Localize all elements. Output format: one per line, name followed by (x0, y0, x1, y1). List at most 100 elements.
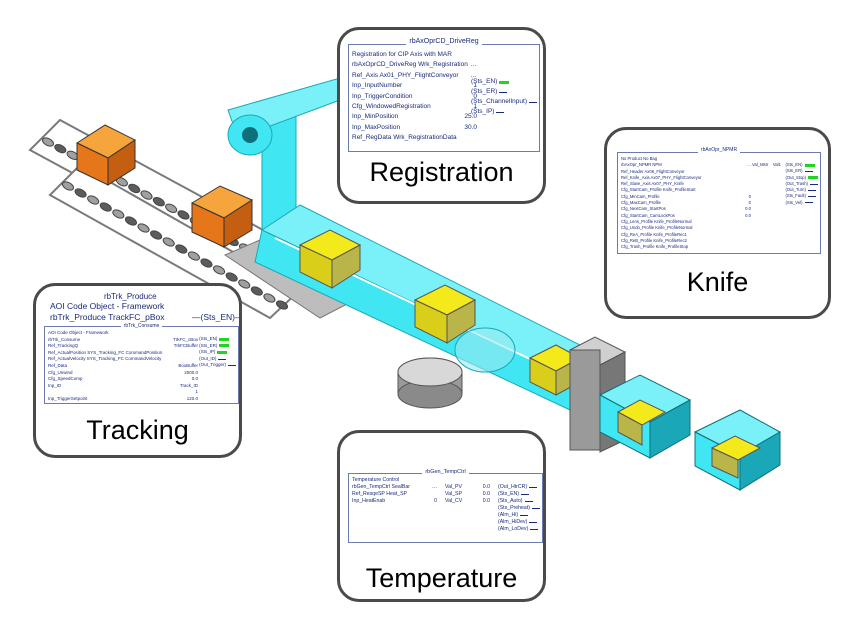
tracking-produce-title: rbTrk_Produce (104, 292, 157, 301)
chain-link (175, 244, 188, 254)
registration-row-label: Inp_TriggerCondition (352, 92, 413, 100)
knife-row-value: 0.0 (745, 206, 751, 212)
tracking-row-label: Ref_TrackingQ (48, 343, 79, 349)
registration-pin: (Sts_IP) (471, 107, 537, 117)
temperature-value-row-value: 0.0 (482, 484, 490, 490)
temperature-block-title: rbGen_TempCtrl (422, 469, 469, 475)
tracking-row-value: 2000.0 (184, 369, 198, 375)
tracking-pin-label: (Out_ID) (199, 355, 217, 361)
registration-row-value: … (470, 71, 478, 79)
tracking-pin-line (228, 365, 236, 367)
tracking-produce-line-1: AOI Code Object - Framework (50, 301, 165, 311)
knife-row: Cfg_ReB_Profile Knife_ProfileRec2 (621, 238, 751, 244)
knife-row: Cfg_Undo_Profile Knife_ProfileNormal (621, 225, 751, 231)
knife-pin-label: (Sts_EN) (785, 162, 803, 167)
tracking-row-label: Cfg_Unwind (48, 369, 73, 375)
knife-row-label: Ref_Slave_Axis Ax07_PHY_Knife (621, 181, 684, 187)
temperature-value-row-label: Val_CV (445, 498, 463, 504)
registration-row: Ref_RegData Wrk_RegistrationData (352, 133, 477, 143)
registration-row-label: Cfg_WindowedRegistration (352, 103, 431, 111)
chain-link (177, 210, 190, 220)
temperature-pin-line (529, 487, 538, 488)
temperature-value-row-value: 0.0 (482, 498, 490, 504)
registration-row-label: Ref_RegData Wrk_RegistrationData (352, 134, 457, 142)
chain-link (238, 279, 251, 289)
chain-link (275, 300, 289, 310)
knife-pin-label: (Out_Trash) (785, 180, 808, 186)
registration-row-label: Registration for CIP Axis with MAR (352, 51, 452, 58)
temperature-row-label: Inp_HeatEnab (352, 498, 386, 504)
temperature-pin-label: (Alm_HiDev) (497, 519, 528, 525)
registration-row-value: 25.0 (464, 113, 477, 121)
knife-pin: (Sts_Vel) (786, 200, 818, 206)
registration-row: rbAxOprCD_DriveReg Wrk_Registration… (352, 60, 477, 70)
tracking-produce-header[interactable]: rbTrk_Produce AOI Code Object - Framewor… (44, 292, 239, 324)
registration-pin-label: (Sts_ChannelInput) (470, 98, 527, 105)
chain-link (41, 137, 55, 147)
bagged-product-1 (598, 374, 692, 459)
knife-pin-label: (Sts_Fault) (785, 193, 806, 199)
knife-row-label: No Product No Bag (621, 156, 658, 161)
tracking-row-value: Track_ID (179, 382, 198, 388)
temperature-pin-line (521, 494, 530, 495)
tracking-row-label: AOI Code Object - Framework (48, 330, 109, 335)
knife-row-label: Cfg_StartCam_CamLockPos (621, 212, 675, 218)
chain-link (87, 195, 100, 205)
tracking-row-value: BoxBuffer (178, 362, 198, 368)
chain-link (162, 237, 175, 247)
registration-pin-label: (Sts_EN) (470, 78, 498, 85)
knife-pin-active-indicator (808, 176, 818, 180)
chain-link (187, 251, 200, 261)
temperature-row-value: 0 (434, 498, 437, 504)
knife-row-label: Ref_Knife_Axis Ax07_PHY_FlightConveyor (621, 174, 702, 180)
tracking-pin-label: (Sts_IP) (199, 349, 216, 355)
knife-pin: (Sts_Fault) (786, 193, 818, 199)
temperature-label: Temperature (365, 563, 518, 593)
registration-pin: (Sts_ChannelInput) (471, 97, 537, 107)
knife-row-label: Cfg_ReB_Profile Knife_ProfileRec2 (621, 237, 687, 243)
knife-row: Cfg_StartCam_Profile Knife_ProfileStart (621, 187, 751, 193)
knife-row-value: 0 (748, 200, 751, 206)
chain-link (225, 272, 238, 282)
temperature-value-row: Val_CV 0.0 (445, 498, 490, 505)
product-box-orange-1 (75, 124, 136, 186)
knife-row: No Product No Bag (621, 156, 751, 162)
chain-link (99, 202, 112, 212)
knife-pin-label: (Out_Stop) (785, 174, 806, 180)
temperature-pin-label: (Alm_LoDev) (497, 526, 529, 532)
temperature-value-row-label: Val_PV (445, 484, 462, 490)
chain-link (54, 143, 67, 154)
knife-pin-line (807, 189, 816, 191)
registration-pin-line (529, 101, 537, 103)
tracking-produce-pin: —(Sts_EN)— (192, 312, 239, 322)
tracking-pin: (Out_Trigger) (199, 362, 236, 369)
registration-row-value: 30.0 (464, 123, 477, 131)
temperature-pin: (Alm_HiDev) (498, 519, 540, 526)
product-box-yellow-1 (298, 229, 362, 289)
tracking-pin: (Out_ID) (199, 356, 236, 363)
tracking-pin: (Sts_ER) (199, 343, 236, 350)
chain-link (61, 181, 75, 191)
tracking-produce-line-2: rbTrk_Produce TrackFC_pBox (50, 312, 165, 322)
temperature-row: Ref_ResqeSP Heat_SP (352, 491, 437, 498)
temperature-row-value: … (431, 484, 437, 490)
chain-link (128, 183, 141, 194)
chain-link (124, 216, 137, 226)
tracking-consume-block[interactable]: rbTrk_Consume AOI Code Object - Framewor… (44, 323, 239, 404)
tracking-pin-line (218, 358, 227, 360)
tracking-row: Cfg_Unwind 2000.0 (48, 370, 198, 377)
registration-pin-active-indicator (499, 80, 510, 84)
temperature-pin-line (532, 508, 540, 509)
temperature-pin-line (520, 515, 529, 516)
registration-block[interactable]: rbAxOprCD_DriveReg Registration for CIP … (348, 38, 540, 152)
tracking-row-value: TrkFC_cBox (173, 336, 198, 342)
